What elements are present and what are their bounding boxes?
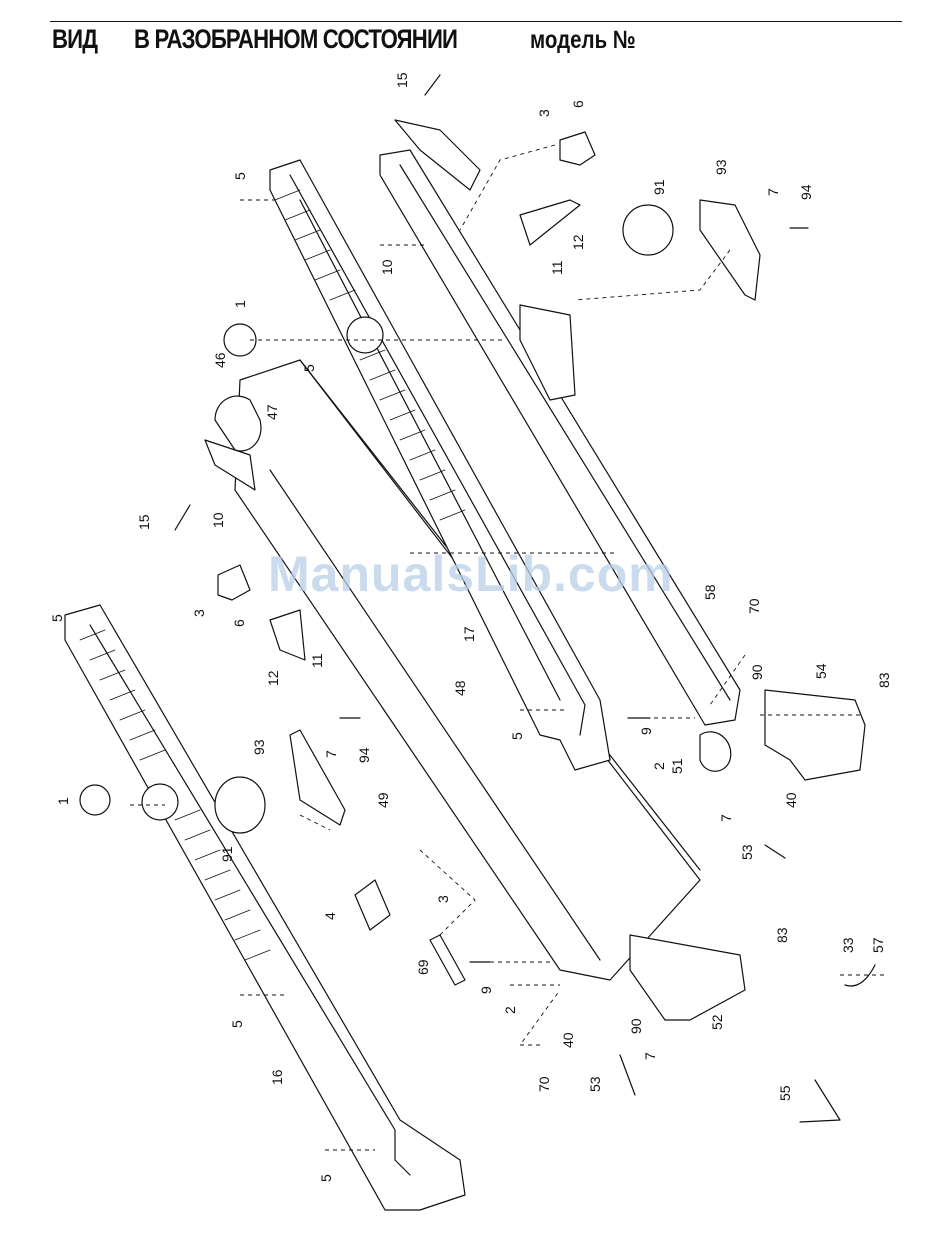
cord-33 xyxy=(845,965,875,986)
label-10-left: 10 xyxy=(210,512,226,528)
label-70-top: 70 xyxy=(746,598,762,614)
label-83-top: 83 xyxy=(876,672,892,688)
rail-pad-bottom xyxy=(142,784,178,820)
label-90-top: 90 xyxy=(749,664,765,680)
label-91-left: 91 xyxy=(219,846,235,862)
label-33: 33 xyxy=(840,937,856,953)
label-1-left: 1 xyxy=(55,797,71,805)
label-16: 16 xyxy=(269,1069,285,1085)
rear-cap-52 xyxy=(630,935,745,1020)
label-58: 58 xyxy=(702,584,718,600)
label-94-top: 94 xyxy=(798,184,814,200)
label-3-top: 3 xyxy=(536,109,552,117)
rear-cap-54 xyxy=(765,690,865,780)
label-1-top: 1 xyxy=(232,300,248,308)
label-54: 54 xyxy=(813,663,829,679)
label-90-bottom: 90 xyxy=(628,1018,644,1034)
label-93-left: 93 xyxy=(251,739,267,755)
label-91-top: 91 xyxy=(651,179,667,195)
isolator-91-top xyxy=(623,205,673,255)
bracket-93-bottom xyxy=(290,730,345,825)
label-5-b: 5 xyxy=(301,364,317,372)
label-12-top: 12 xyxy=(570,234,586,250)
label-11-left: 11 xyxy=(309,653,325,668)
frame-deck xyxy=(235,360,700,980)
label-3-bottom: 3 xyxy=(435,895,451,903)
label-5-mid: 5 xyxy=(509,732,525,740)
label-57: 57 xyxy=(870,937,886,953)
label-69: 69 xyxy=(415,959,431,975)
label-7-mid: 7 xyxy=(718,814,734,822)
label-5-left-bottom: 5 xyxy=(318,1174,334,1182)
label-5-left-top: 5 xyxy=(49,614,65,622)
label-5-left-mid: 5 xyxy=(229,1020,245,1028)
block-6-left xyxy=(218,565,250,600)
label-40-top: 40 xyxy=(783,792,799,808)
label-55: 55 xyxy=(777,1085,793,1101)
rail-pad-top xyxy=(347,317,383,353)
label-53-bottom: 53 xyxy=(587,1076,603,1092)
label-40-bottom: 40 xyxy=(560,1032,576,1048)
label-51: 51 xyxy=(669,758,685,774)
label-93-top: 93 xyxy=(713,159,729,175)
label-53-top: 53 xyxy=(739,844,755,860)
bracket-12-left xyxy=(270,610,305,660)
label-7-top: 7 xyxy=(765,188,781,196)
label-5-a: 5 xyxy=(232,172,248,180)
label-12-left: 12 xyxy=(265,670,281,686)
label-2-top: 2 xyxy=(651,762,667,770)
label-46: 46 xyxy=(212,352,228,368)
label-17: 17 xyxy=(461,626,477,642)
label-9-bottom: 9 xyxy=(478,986,494,994)
label-11-top: 11 xyxy=(549,260,565,275)
label-47: 47 xyxy=(264,404,280,420)
label-10-top: 10 xyxy=(379,259,395,275)
label-48: 48 xyxy=(452,680,468,696)
label-4: 4 xyxy=(322,912,338,920)
pad-69 xyxy=(430,935,465,985)
block-6-top xyxy=(560,132,595,165)
label-6-left: 6 xyxy=(231,619,247,627)
label-52: 52 xyxy=(709,1014,725,1030)
wrench-55 xyxy=(800,1080,840,1122)
label-49: 49 xyxy=(375,792,391,808)
label-70-bottom: 70 xyxy=(536,1076,552,1092)
cap-1-bottom xyxy=(80,785,110,815)
label-7-bottom: 7 xyxy=(642,1052,658,1060)
plate-4 xyxy=(355,880,390,930)
label-2-bottom: 2 xyxy=(502,1006,518,1014)
label-15-left: 15 xyxy=(136,514,152,530)
label-3-left: 3 xyxy=(191,609,207,617)
rear-roller-end xyxy=(700,732,731,771)
part-labels: 15 3 6 5 93 91 7 94 10 11 12 1 46 47 5 1… xyxy=(49,72,892,1182)
label-83-bottom: 83 xyxy=(774,927,790,943)
label-7-left: 7 xyxy=(323,750,339,758)
label-15-top: 15 xyxy=(394,72,410,88)
label-94-left: 94 xyxy=(356,747,372,763)
label-9-top: 9 xyxy=(638,727,654,735)
isolator-91-bottom xyxy=(215,777,265,833)
label-6-top: 6 xyxy=(570,100,586,108)
